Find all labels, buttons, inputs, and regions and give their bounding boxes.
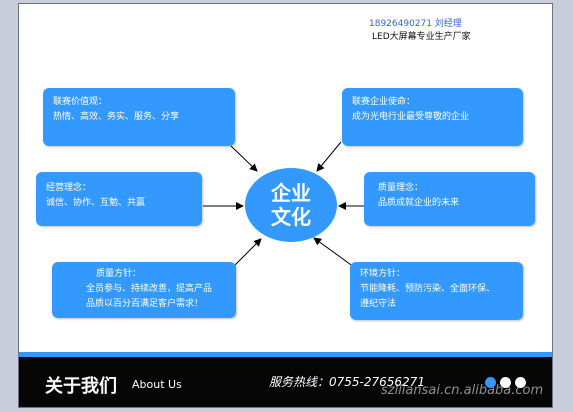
footer-stripe [19, 352, 552, 357]
slide-canvas: 18926490271 刘经理 LED大屏幕专业生产厂家 联赛价值观： 热情、高… [18, 3, 553, 408]
environment-line-1: 节能降耗、预防污染、全面环保、 [360, 284, 496, 294]
environment-line-2: 遵纪守法 [360, 299, 397, 309]
center-line-2: 文化 [271, 205, 311, 229]
quality-concept-box: 质量理念： 品质成就企业的未来 [364, 172, 535, 226]
connector-arrows [203, 141, 364, 268]
environment-title: 环境方针： [360, 269, 406, 279]
quality-policy-line-1: 全员参与、持续改善，提高产品 [86, 284, 213, 294]
values-box: 联赛价值观： 热情、高效、务实、服务、分享 [43, 88, 235, 146]
service-hotline: 服务热线：0755-27656271 [269, 375, 425, 389]
operation-title: 经营理念： [46, 183, 92, 193]
pagination-dots [485, 377, 526, 388]
mission-body: 成为光电行业最受尊敬的企业 [352, 112, 470, 122]
dot-icon[interactable] [485, 377, 496, 388]
contact-info: 18926490271 刘经理 LED大屏幕专业生产厂家 [369, 18, 471, 44]
values-title: 联赛价值观： [53, 97, 108, 107]
quality-concept-body: 品质成就企业的未来 [378, 198, 460, 208]
operation-body: 诚信、协作、互勉、共赢 [46, 198, 146, 208]
arrow-quality-policy [233, 238, 262, 267]
about-us-title-cn: 关于我们 [45, 376, 117, 397]
values-body: 热情、高效、务实、服务、分享 [53, 112, 180, 122]
about-us-title-en: About Us [132, 378, 182, 391]
arrow-values [230, 145, 258, 172]
arrow-environment [313, 237, 355, 268]
arrow-mission [316, 141, 342, 172]
dot-icon[interactable] [515, 377, 526, 388]
corporate-culture-ellipse: 企业 文化 [245, 168, 337, 242]
company-tagline: LED大屏幕专业生产厂家 [372, 32, 471, 42]
center-line-1: 企业 [271, 181, 311, 205]
environment-box: 环境方针： 节能降耗、预防污染、全面环保、 遵纪守法 [350, 262, 523, 320]
contact-phone: 18926490271 刘经理 [369, 19, 462, 29]
dot-icon[interactable] [500, 377, 511, 388]
footer-bar: 关于我们 About Us 服务热线：0755-27656271 szllian… [19, 357, 552, 407]
operation-box: 经营理念： 诚信、协作、互勉、共赢 [36, 172, 202, 226]
mission-title: 联赛企业使命： [352, 97, 416, 107]
quality-policy-title: 质量方针： [96, 269, 142, 279]
quality-policy-box: 质量方针： 全员参与、持续改善，提高产品 品质以百分百满足客户需求！ [52, 262, 236, 318]
quality-concept-title: 质量理念： [378, 183, 424, 193]
quality-policy-line-2: 品质以百分百满足客户需求！ [86, 299, 204, 309]
mission-box: 联赛企业使命： 成为光电行业最受尊敬的企业 [342, 88, 523, 146]
